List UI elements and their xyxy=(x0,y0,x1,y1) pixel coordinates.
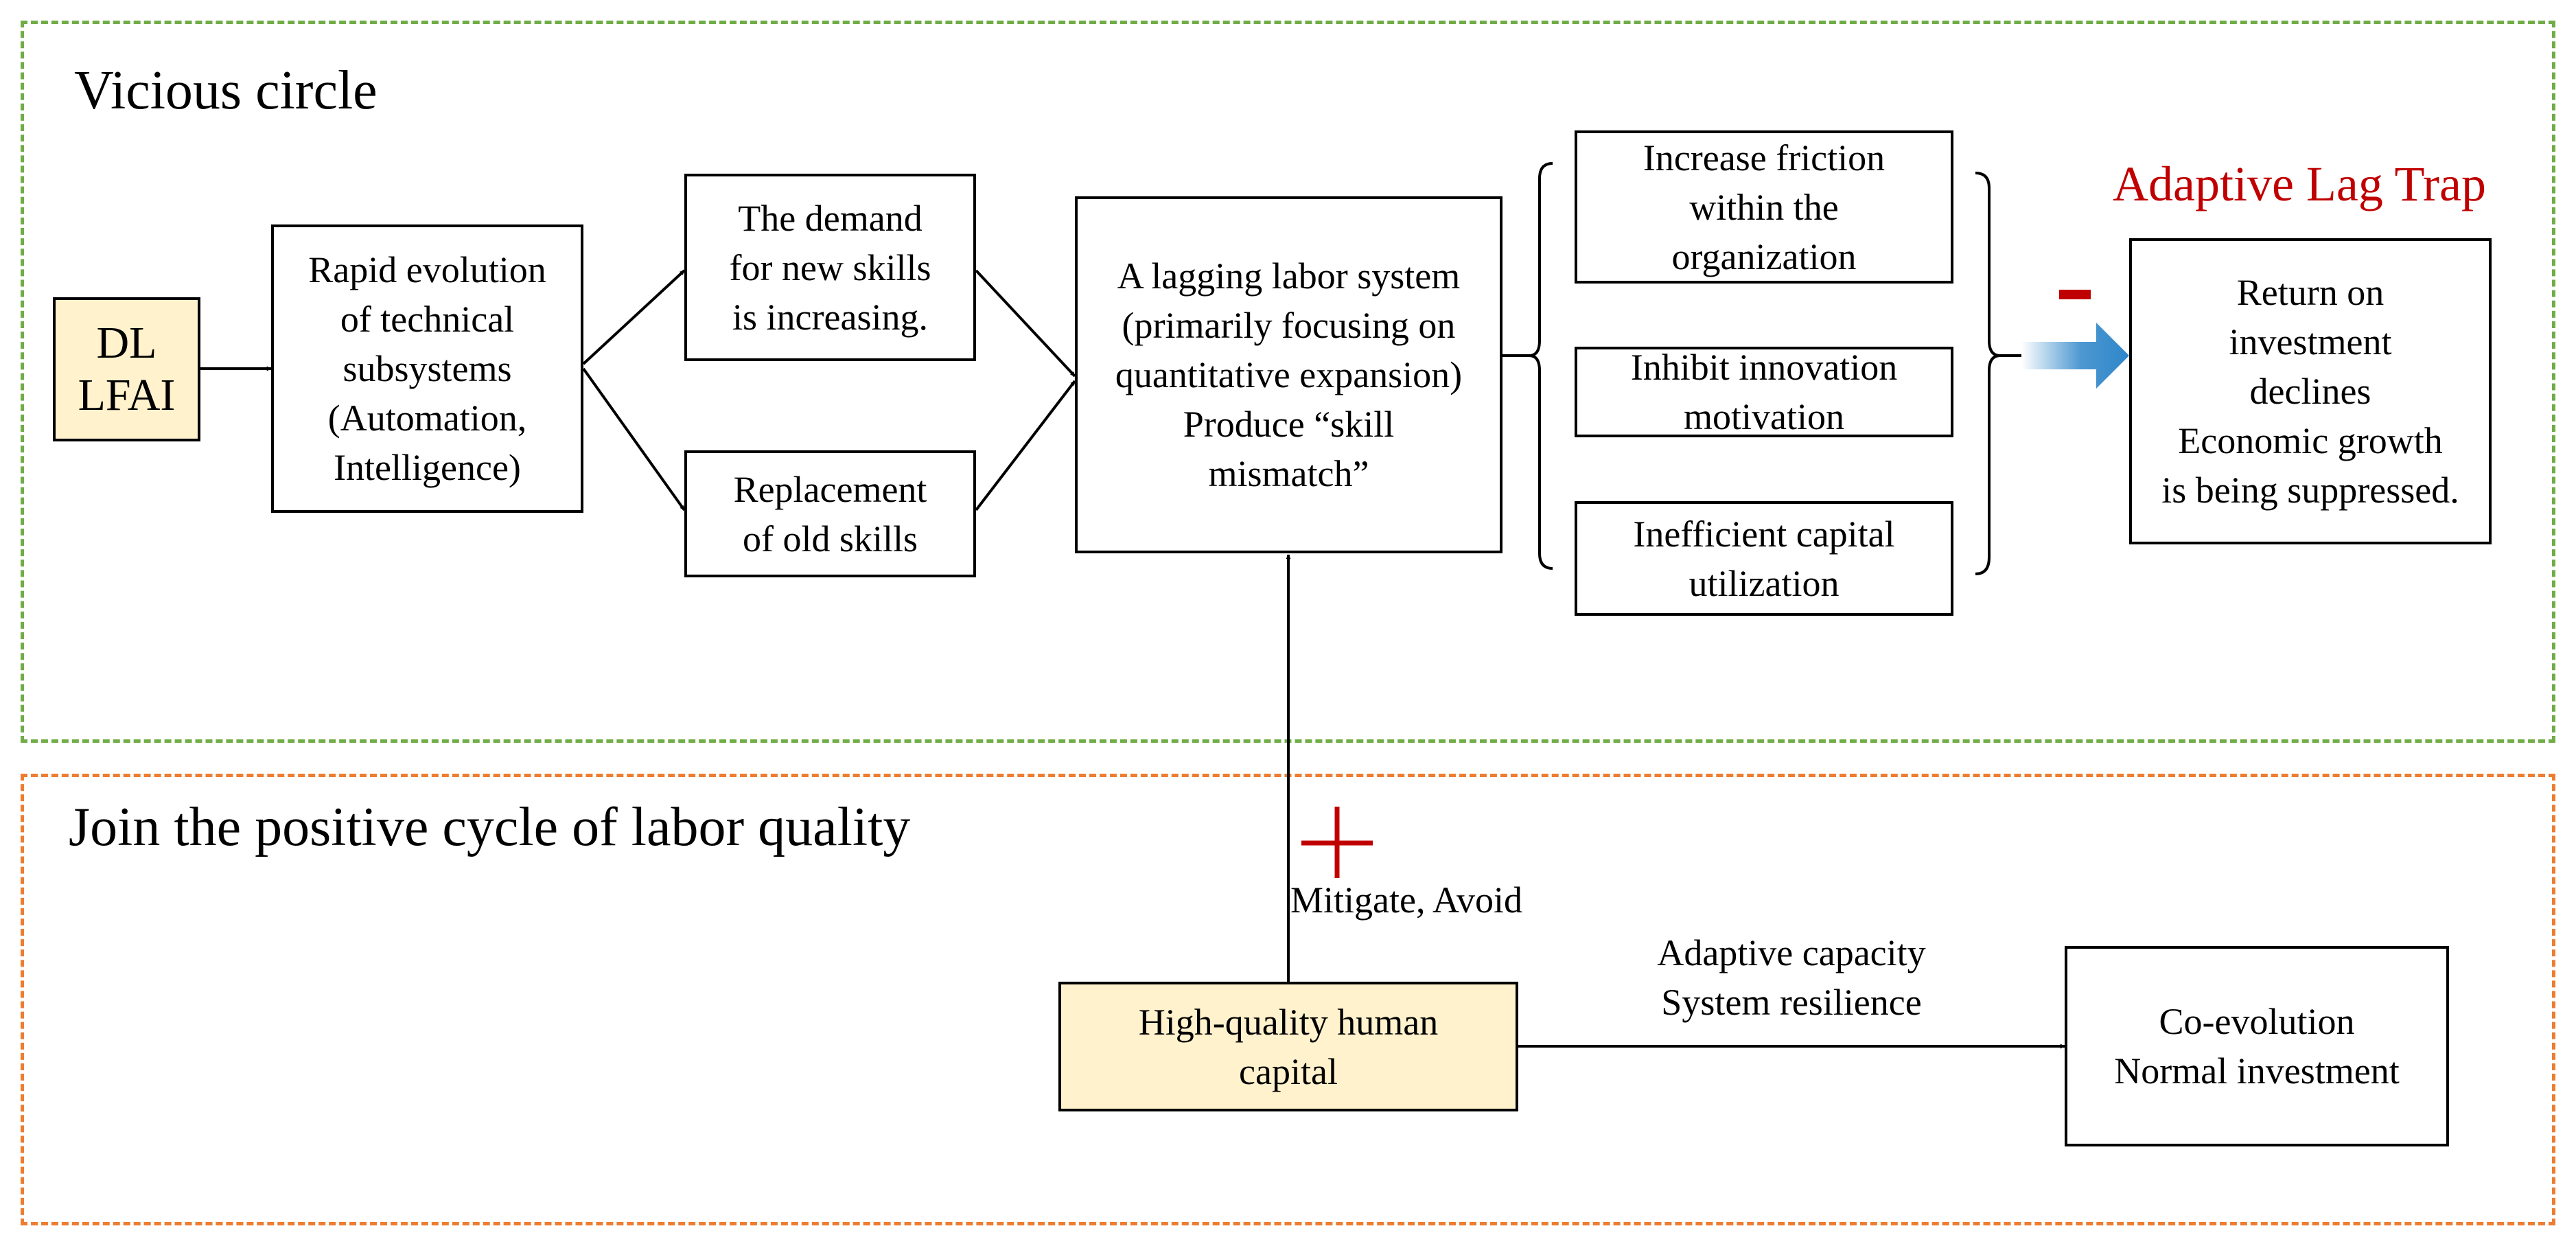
replacement-box: Replacement of old skills xyxy=(684,450,976,577)
adaptive-capacity-label: Adaptive capacity System resilience xyxy=(1657,932,1926,1023)
plus-sign xyxy=(1301,807,1373,878)
adaptive-lag-trap-label: Adaptive Lag Trap xyxy=(2113,157,2486,211)
return-on-investment-box: Return on investment declines Economic g… xyxy=(2129,238,2492,544)
co-evolution-box: Co-evolution Normal investment xyxy=(2065,946,2449,1146)
vicious-circle-title: Vicious circle xyxy=(74,60,378,121)
dl-lfai-box: DL LFAI xyxy=(53,297,200,441)
right-brace xyxy=(1975,172,2001,575)
innovation-box: Inhibit innovation motivation xyxy=(1575,347,1953,437)
friction-box: Increase friction within the organizatio… xyxy=(1575,130,1953,284)
blue-arrow xyxy=(2021,323,2129,389)
left-brace xyxy=(1529,162,1553,570)
arrow-evolution-to-replacement xyxy=(582,367,686,511)
new-skills-box: The demand for new skills is increasing. xyxy=(684,174,976,361)
human-capital-box: High-quality human capital xyxy=(1058,982,1518,1111)
rapid-evolution-box: Rapid evolution of technical subsystems … xyxy=(271,224,583,513)
mitigate-label: Mitigate, Avoid xyxy=(1290,879,1522,921)
capital-utilization-box: Inefficient capital utilization xyxy=(1575,501,1953,616)
arrow-replacement-to-lagging xyxy=(975,380,1076,511)
lagging-labor-system-box: A lagging labor system (primarily focusi… xyxy=(1075,196,1502,553)
arrow-evolution-to-new-skills xyxy=(582,269,686,365)
positive-cycle-title: Join the positive cycle of labor quality xyxy=(69,797,911,857)
arrow-new-skills-to-lagging xyxy=(975,269,1076,378)
minus-sign xyxy=(2059,290,2091,299)
